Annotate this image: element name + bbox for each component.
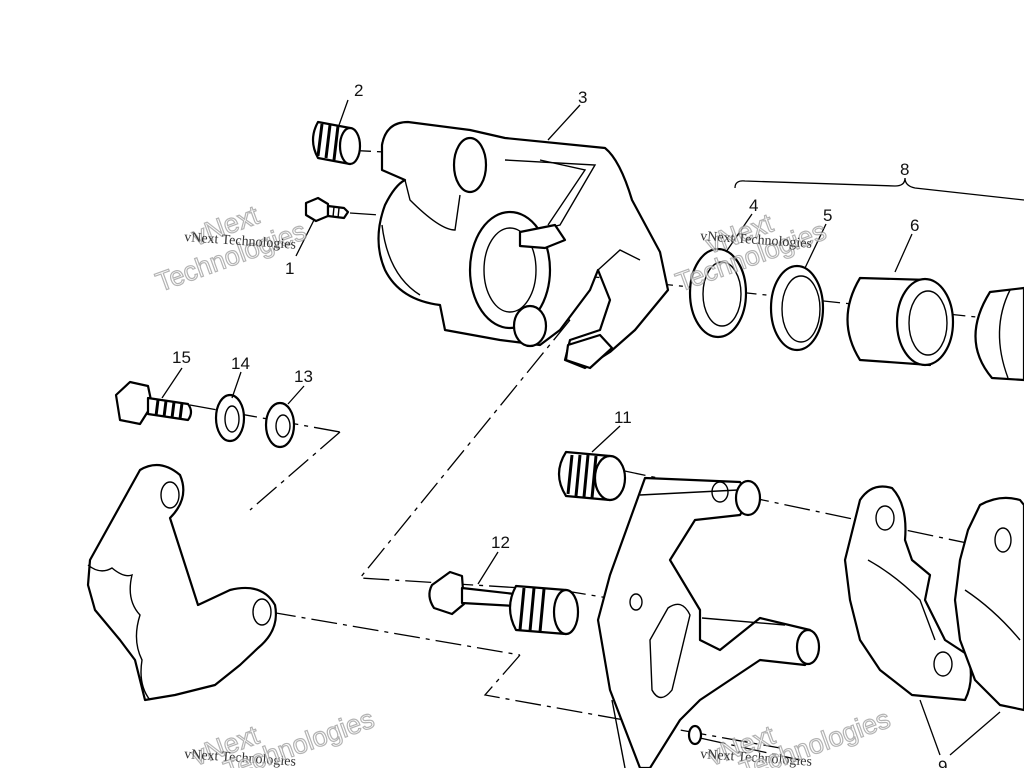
watermark-lower-right: vNext vNext Technologies Technologies <box>700 703 895 768</box>
svg-text:vNext Technologies: vNext Technologies <box>700 747 813 768</box>
part-6-piston <box>846 276 955 367</box>
part-1-bleeder-screw <box>304 196 350 223</box>
part-12-pin <box>428 570 580 636</box>
part-8-group-bracket <box>734 177 1024 201</box>
caliper-bracket-plate <box>596 476 821 768</box>
mounting-arm-broken <box>86 463 277 702</box>
part-14-lock-washer <box>214 393 246 443</box>
watermark-lower-left: vNext vNext Technologies Technologies <box>184 703 379 768</box>
callout-2: 2 <box>354 81 363 100</box>
callout-5: 5 <box>823 206 832 225</box>
part-13-washer <box>264 401 296 449</box>
leader-lines <box>161 99 913 585</box>
callout-9: 9 <box>938 757 947 768</box>
callout-8: 8 <box>900 160 909 179</box>
part-3-caliper-body <box>377 120 670 370</box>
svg-text:vNext Technologies: vNext Technologies <box>184 747 297 768</box>
callout-13: 13 <box>294 367 313 386</box>
callout-11: 11 <box>614 408 632 427</box>
part-5-seal <box>769 264 825 352</box>
part-11-boot <box>557 450 627 502</box>
part-2-plug <box>311 120 362 166</box>
callout-12: 12 <box>491 533 510 552</box>
part-4-seal <box>688 247 748 339</box>
callout-6: 6 <box>910 216 919 235</box>
callout-15: 15 <box>172 348 191 367</box>
watermark-upper-left: vNext Technologies vNext Technologies <box>151 199 311 298</box>
part-9-brake-pads <box>843 485 1024 756</box>
callout-labels: 2 3 1 8 4 5 6 15 14 13 11 12 9 <box>172 81 947 768</box>
callout-4: 4 <box>749 196 758 215</box>
part-15-bolt <box>114 380 193 426</box>
callout-14: 14 <box>231 354 250 373</box>
part-dust-boot <box>974 286 1024 382</box>
callout-1: 1 <box>285 259 294 278</box>
callout-3: 3 <box>578 88 587 107</box>
